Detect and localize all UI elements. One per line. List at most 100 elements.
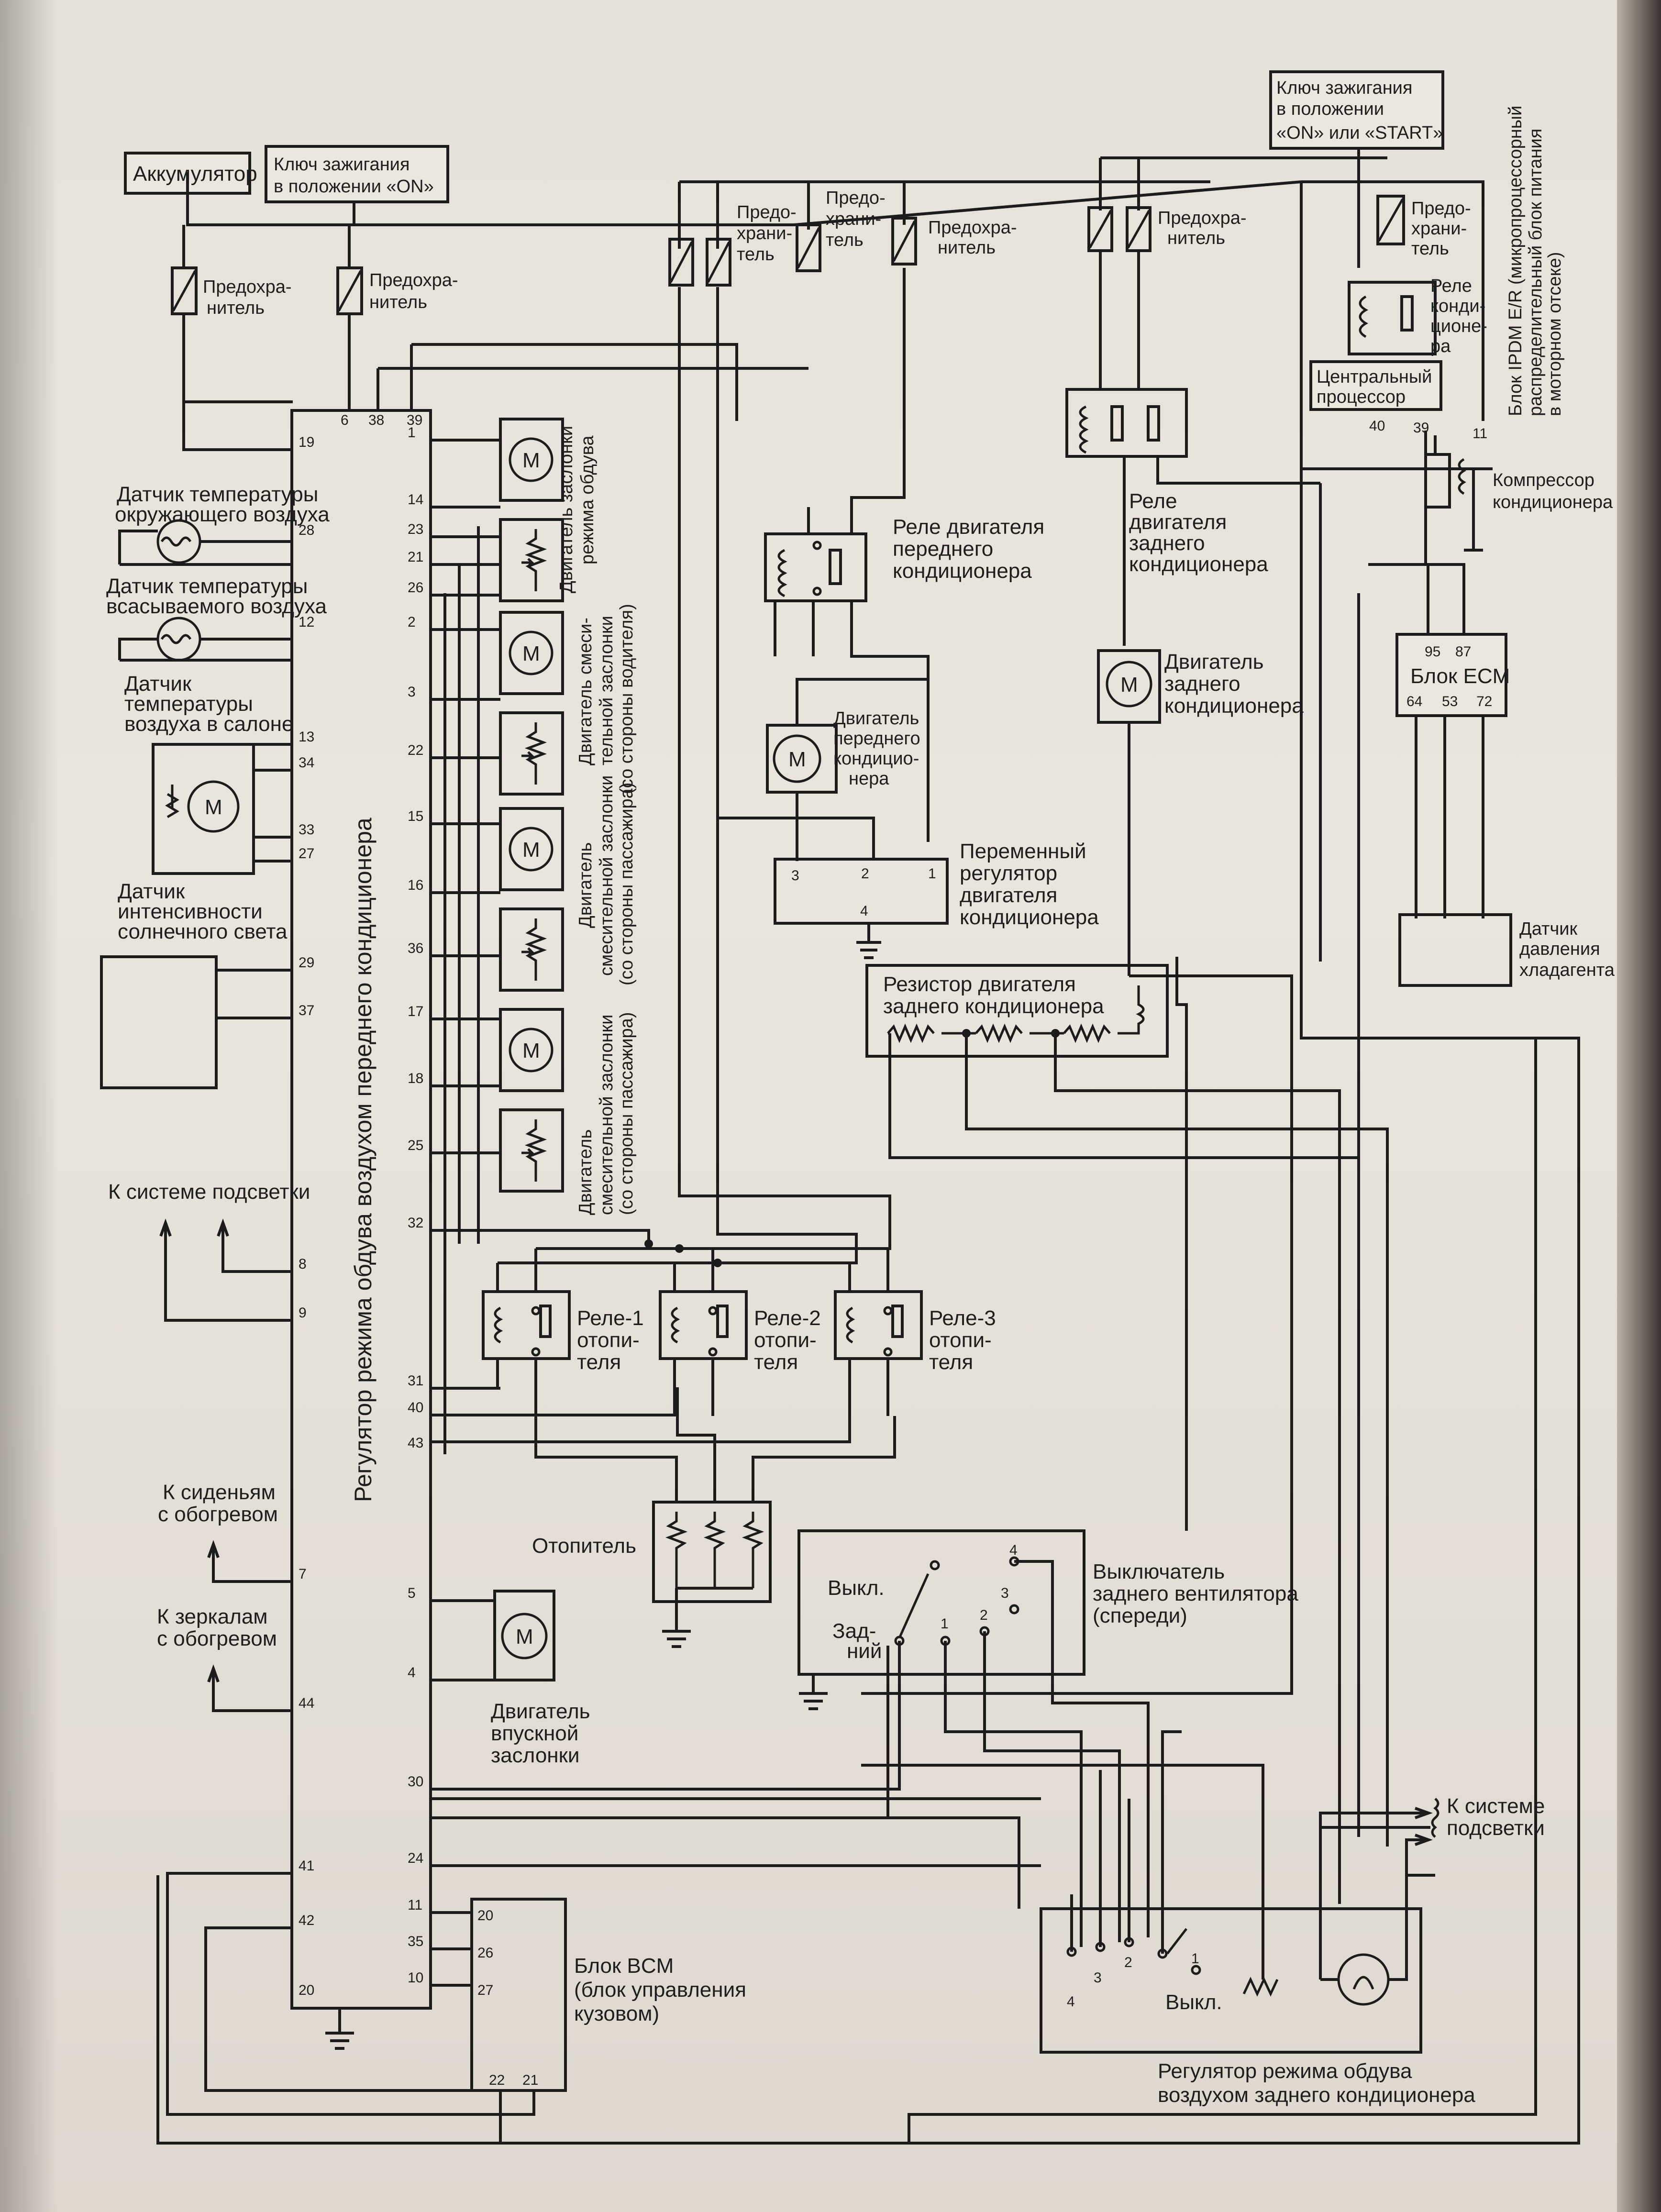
- page-shadow: [0, 0, 57, 2212]
- mix-pas-label-2: смесительной заслонки: [597, 775, 617, 976]
- ignition-start-label-3: «ON» или «START»: [1276, 123, 1443, 143]
- ecm-pin-53: 53: [1442, 694, 1458, 709]
- ipdm-relay-label-1: Реле: [1430, 276, 1472, 296]
- rear-fan-switch-label-3: (спереди): [1093, 1604, 1187, 1627]
- sun-label-3: солнечного света: [118, 920, 288, 943]
- compressor-label-1: Компрессор: [1493, 470, 1595, 490]
- rear-off-label: Выкл.: [1165, 1991, 1222, 2014]
- mix-drv-label-2: тельной заслонки: [597, 616, 617, 765]
- fuse-label-2: нитель: [938, 238, 996, 258]
- heated-seats-output: К сиденьям с обогревом: [158, 1481, 292, 1583]
- intake-motor-label-1: Двигатель: [491, 1700, 590, 1723]
- front-pin-right: 21: [408, 549, 423, 565]
- compressor: Компрессор кондиционера: [1424, 435, 1613, 552]
- heated-mirrors-output: К зеркалам с обогревом: [157, 1605, 292, 1712]
- fuse-label-v2: храни-: [826, 209, 881, 229]
- ecm-pin-87: 87: [1455, 644, 1471, 660]
- rear-fan-switch-label-2: заднего вентилятора: [1093, 1582, 1298, 1605]
- damper-actuator: M: [499, 1008, 564, 1193]
- cpu-label-1: Центральный: [1317, 367, 1432, 387]
- mix-pas2-label-1: Двигатель: [576, 1129, 596, 1215]
- motor-letter: M: [522, 642, 540, 665]
- front-pin-left: 42: [299, 1913, 314, 1928]
- front-ac-controller: 6 38 39 Регулятор режима обдува воздухом…: [290, 409, 432, 2010]
- lighting-right: К системе подсветки: [1319, 1794, 1545, 1875]
- cabin-temp-sensor: Датчик температуры воздуха в салоне M: [124, 672, 293, 875]
- ecm-label: Блок ECM: [1410, 664, 1510, 688]
- ambient-temp-sensor: Датчик температуры окружающего воздуха: [115, 483, 330, 566]
- damper-actuator: M: [499, 611, 564, 796]
- mix-pas2-label-3: (со стороны пассажира): [617, 1012, 637, 1215]
- front-relay-label-1: Реле двигателя: [893, 515, 1044, 539]
- fuse-label-2: нитель: [369, 292, 427, 312]
- vr-pin-2: 2: [861, 866, 869, 882]
- fuse-label-2: нитель: [1167, 228, 1225, 248]
- vr-pin-4: 4: [860, 903, 868, 919]
- vr-label-1: Переменный: [960, 840, 1086, 863]
- switch-pos-2: 2: [980, 1607, 988, 1623]
- fuse-label-1: Предохра-: [203, 277, 292, 297]
- motor-letter: M: [788, 748, 806, 771]
- ecm-pin-64: 64: [1406, 694, 1422, 709]
- front-pin-left: 13: [299, 729, 314, 745]
- heater-relay-label-2: отопи-: [754, 1328, 817, 1352]
- front-pin-left: 34: [299, 755, 314, 771]
- bcm-pin-20: 20: [477, 1908, 493, 1924]
- lighting-left-label: К системе подсветки: [108, 1180, 310, 1204]
- pressure-label-2: давления: [1519, 939, 1600, 959]
- front-pin-right: 10: [408, 1970, 423, 1986]
- heater-relay-label-3: теля: [929, 1350, 973, 1374]
- switch-pos-4: 4: [1009, 1542, 1018, 1558]
- ignition-on-block: Ключ зажигания в положении «ON»: [265, 145, 449, 203]
- bcm-label-1: Блок BCM: [574, 1954, 674, 1978]
- front-motor-label-4: нера: [849, 769, 889, 789]
- motor-letter: M: [1120, 673, 1138, 697]
- front-pin-left: 7: [299, 1566, 307, 1582]
- front-pin-left: 28: [299, 522, 314, 538]
- rear-pos-4: 4: [1067, 1994, 1075, 2010]
- sun-label-2: интенсивности: [118, 900, 263, 923]
- pressure-label-1: Датчик: [1519, 919, 1577, 939]
- resistor-label-2: заднего кондиционера: [883, 995, 1104, 1018]
- refrigerant-pressure-sensor: Датчик давления хладагента: [1398, 913, 1615, 987]
- heater-label: Отопитель: [532, 1534, 636, 1558]
- variable-fan-regulator: 3 2 1 4 Переменный регулятор двигателя к…: [718, 817, 1099, 959]
- fuse-front-motor: Предохра- нитель: [891, 217, 1017, 265]
- motor-letter: M: [522, 449, 540, 472]
- front-motor-label-2: переднего: [833, 729, 920, 749]
- lighting-right-label-2: подсветки: [1447, 1816, 1545, 1840]
- front-pin-right: 24: [408, 1850, 423, 1866]
- motor-letter: M: [522, 1039, 540, 1062]
- mix-pas-label-3: (со стороны пассажира): [617, 783, 637, 985]
- front-pin-left: 44: [299, 1695, 314, 1711]
- front-pin-right: 30: [408, 1774, 423, 1790]
- vr-pin-3: 3: [791, 868, 799, 884]
- ignition-on-label-2: в положении «ON»: [274, 177, 434, 197]
- fuse-label-v3: тель: [1411, 239, 1449, 259]
- switch-rear-label-1: Зад-: [832, 1619, 876, 1643]
- front-pin-right: 1: [408, 425, 416, 441]
- front-pin-right: 18: [408, 1071, 423, 1086]
- fuse-label-v3: тель: [826, 230, 864, 250]
- front-pin-right: 14: [408, 492, 423, 508]
- bcm-label-2: (блок управления: [574, 1978, 746, 2002]
- front-motor-label-1: Двигатель: [833, 708, 919, 729]
- heater-relay-group: Реле-1отопи-теляРеле-2отопи-теляРеле-3от…: [431, 287, 996, 1443]
- front-pin-right: 16: [408, 877, 423, 893]
- rear-pos-1: 1: [1191, 1951, 1199, 1967]
- compressor-label-2: кондиционера: [1493, 492, 1613, 512]
- sunlight-sensor: Датчик интенсивности солнечного света: [100, 880, 292, 1089]
- switch-pos-1: 1: [941, 1616, 949, 1632]
- rear-controller-label-1: Регулятор режима обдува: [1158, 2059, 1412, 2083]
- cabin-label-3: воздуха в салоне: [124, 712, 293, 736]
- heater-relay-label-3: теля: [577, 1350, 621, 1374]
- front-pin-right: 3: [408, 684, 416, 700]
- rear-fan-switch-label-1: Выключатель: [1093, 1560, 1225, 1583]
- ipdm-caption-1: Блок IPDM E/R (микропроцессорный: [1506, 106, 1526, 416]
- intake-label-1: Датчик температуры: [106, 575, 308, 598]
- pin-6: 6: [341, 412, 349, 428]
- battery-label: Аккумулятор: [133, 162, 257, 186]
- bcm-pin-26: 26: [477, 1945, 493, 1961]
- mix-pas2-label-2: смесительной заслонки: [597, 1015, 617, 1215]
